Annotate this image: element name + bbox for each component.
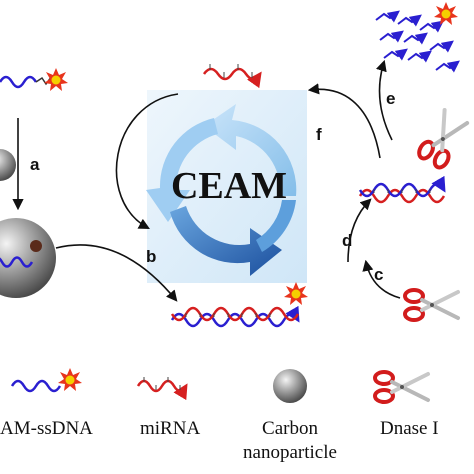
center-title: CEAM [171, 165, 287, 207]
nanoparticle-complex [0, 218, 56, 298]
ssdna-probe-top [0, 68, 68, 91]
ceam-cycle-panel: CEAM [146, 90, 307, 283]
nanoparticle-small-icon [0, 149, 16, 181]
fluorophore-icon [44, 68, 68, 91]
duplex-right [358, 107, 471, 204]
return-arrow-left [115, 93, 179, 230]
fluorophore-icon [58, 368, 82, 391]
legend-label-mirna: miRNA [140, 418, 200, 439]
cycle-arrows-icon [146, 104, 297, 276]
step-label-c: c [374, 265, 383, 284]
step-b: b [55, 244, 178, 302]
mirna-released-top [202, 64, 262, 89]
step-c: c [362, 259, 460, 322]
legend-dnase: Dnase I [373, 370, 439, 439]
legend-carbon: Carbon nanoparticle [243, 369, 337, 463]
duplex-bottom [170, 282, 308, 328]
scissors-icon [414, 107, 471, 172]
legend-ssdna: AM-ssDNA [0, 368, 93, 439]
step-f: f [307, 83, 381, 159]
step-label-f: f [316, 125, 322, 144]
step-label-b: b [146, 247, 156, 266]
legend-label-carbon-1: Carbon [262, 418, 318, 439]
free-fluorophore-icon [434, 2, 458, 25]
step-e: e [375, 59, 395, 141]
step-label-a: a [30, 155, 40, 174]
nanoparticle-icon [273, 369, 307, 403]
scissors-icon [403, 288, 460, 322]
legend-mirna: miRNA [136, 377, 200, 439]
digested-fragments [375, 2, 460, 73]
step-d: d [342, 198, 372, 263]
quenched-fluorophore-icon [30, 240, 42, 252]
legend-label-carbon-2: nanoparticle [243, 442, 337, 463]
legend-label-ssdna: AM-ssDNA [0, 418, 93, 439]
legend-label-dnase: Dnase I [380, 418, 439, 439]
scissors-icon [373, 370, 430, 404]
step-label-e: e [386, 89, 395, 108]
step-label-d: d [342, 231, 352, 250]
fluorophore-icon [284, 282, 308, 305]
nanoparticle-large-icon [0, 218, 56, 298]
legend: AM-ssDNA miRNA Carbon nanoparticle Dnase… [0, 368, 439, 463]
step-a: a [12, 118, 40, 211]
